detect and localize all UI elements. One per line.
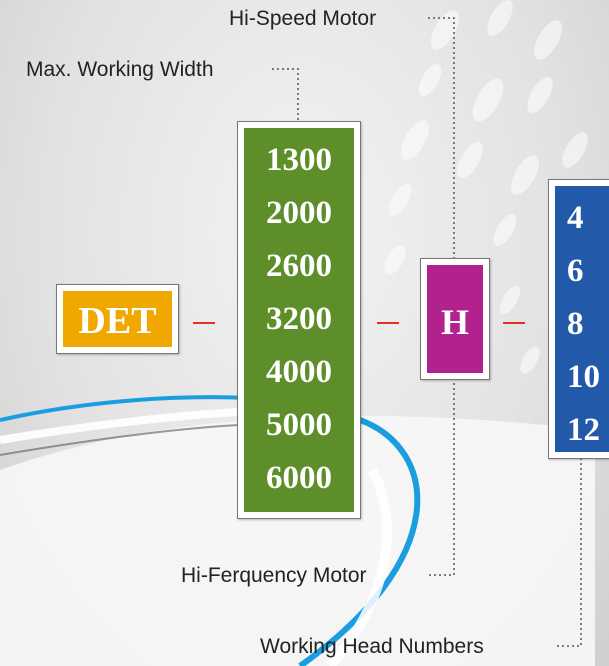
max-working-width-label: Max. Working Width xyxy=(26,58,214,81)
working-heads-box: 4 6 8 10 12 xyxy=(548,179,609,459)
h-box-fill: H xyxy=(427,265,483,373)
working-head-numbers-label: Working Head Numbers xyxy=(260,635,484,658)
working-width-box-fill: 1300 2000 2600 3200 4000 5000 6000 xyxy=(244,128,354,512)
h-box: H xyxy=(420,258,490,380)
leader-lines xyxy=(272,17,582,647)
connector-h-heads xyxy=(503,322,525,324)
det-box-fill: DET xyxy=(63,291,172,347)
connector-width-h xyxy=(377,322,399,324)
heads-value-6: 6 xyxy=(567,253,584,289)
working-width-box: 1300 2000 2600 3200 4000 5000 6000 xyxy=(237,121,361,519)
width-value-3200: 3200 xyxy=(266,301,332,337)
working-heads-box-fill: 4 6 8 10 12 xyxy=(555,186,609,452)
heads-value-12: 12 xyxy=(567,412,600,448)
connector-det-width xyxy=(193,322,215,324)
width-value-5000: 5000 xyxy=(266,407,332,443)
width-value-4000: 4000 xyxy=(266,354,332,390)
heads-value-10: 10 xyxy=(567,359,600,395)
hi-speed-motor-label: Hi-Speed Motor xyxy=(229,7,377,30)
background-decoration xyxy=(0,395,421,666)
width-value-6000: 6000 xyxy=(266,460,332,496)
h-text: H xyxy=(440,302,469,342)
width-value-2600: 2600 xyxy=(266,248,332,284)
width-value-2000: 2000 xyxy=(266,195,332,231)
hi-frequency-motor-label: Hi-Ferquency Motor xyxy=(181,564,367,587)
heads-value-8: 8 xyxy=(567,306,584,342)
heads-value-4: 4 xyxy=(567,200,584,236)
det-text: DET xyxy=(78,300,157,342)
width-value-1300: 1300 xyxy=(266,142,332,178)
det-box: DET xyxy=(56,284,179,354)
